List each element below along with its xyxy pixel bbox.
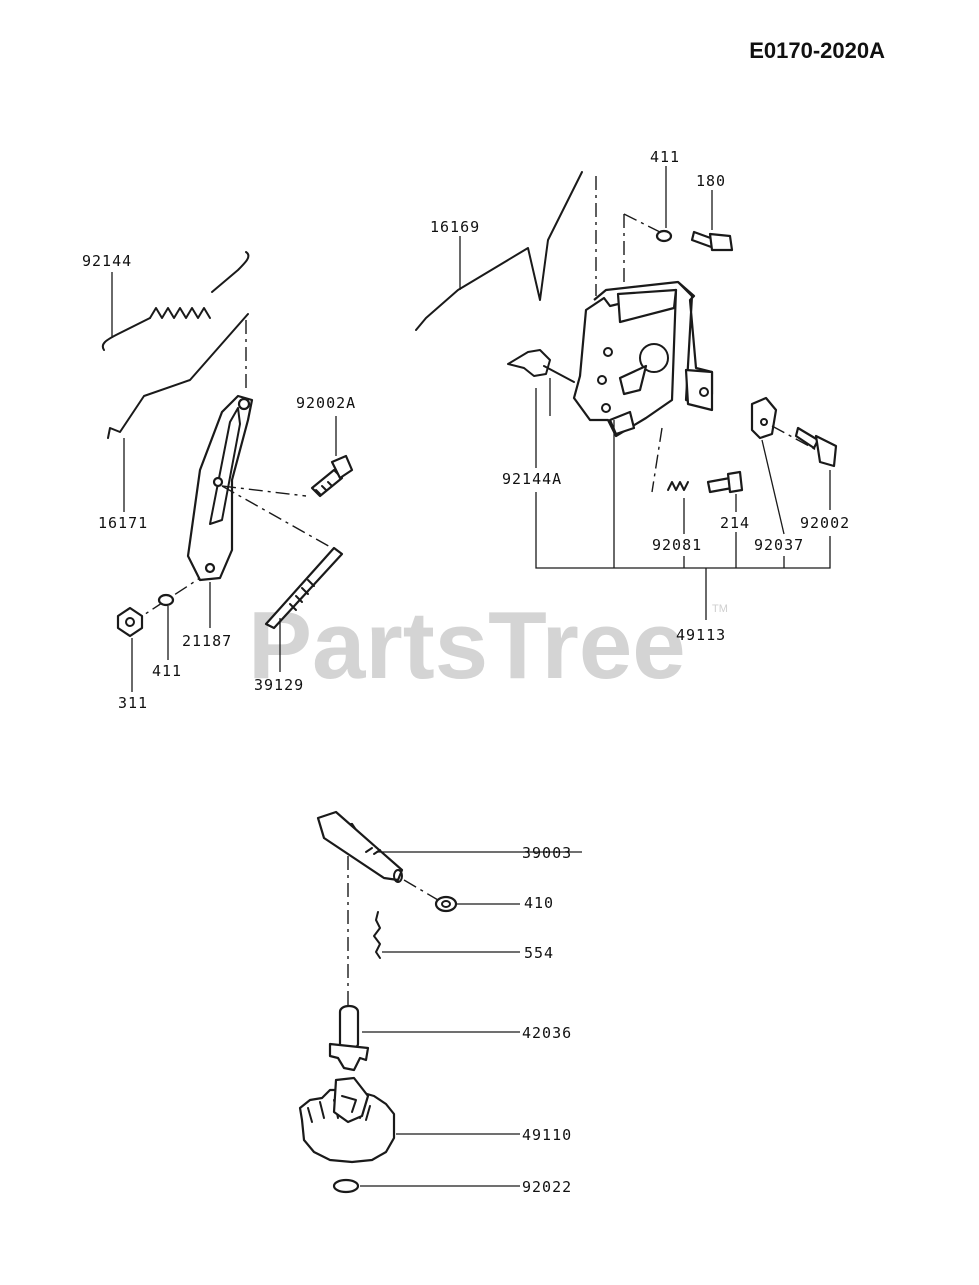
nut-311[interactable] [116, 606, 144, 638]
label-410[interactable]: 410 [524, 894, 554, 912]
label-92081[interactable]: 92081 [652, 536, 702, 554]
label-214[interactable]: 214 [720, 514, 750, 532]
spring-554[interactable] [373, 911, 381, 959]
label-42036[interactable]: 42036 [522, 1024, 572, 1042]
label-411-top[interactable]: 411 [650, 148, 680, 166]
partstree-watermark: PartsTree [248, 592, 686, 699]
label-16169[interactable]: 16169 [430, 218, 480, 236]
label-49113[interactable]: 49113 [676, 626, 726, 644]
governor-shaft-42036[interactable] [328, 1004, 370, 1072]
diagram-code: E0170-2020A [749, 38, 885, 63]
clip-92037[interactable] [750, 396, 778, 440]
watermark-trademark: TM [712, 603, 728, 615]
label-16171[interactable]: 16171 [98, 514, 148, 532]
bolt-180[interactable] [690, 230, 734, 252]
shaft-39003[interactable] [316, 810, 404, 883]
washer-92022[interactable] [332, 1178, 360, 1194]
label-49110[interactable]: 49110 [522, 1126, 572, 1144]
label-92022[interactable]: 92022 [522, 1178, 572, 1196]
screw-214[interactable] [706, 470, 744, 494]
lever-21187[interactable] [186, 394, 254, 582]
label-21187[interactable]: 21187 [182, 632, 232, 650]
label-92144A[interactable]: 92144A [502, 470, 562, 488]
label-411-left[interactable]: 411 [152, 662, 182, 680]
pin-39129[interactable] [264, 546, 344, 630]
label-554[interactable]: 554 [524, 944, 554, 962]
spring-92144[interactable] [101, 251, 250, 351]
label-180[interactable]: 180 [696, 172, 726, 190]
spring-92144A[interactable] [507, 349, 575, 383]
label-39003[interactable]: 39003 [522, 844, 572, 862]
rod-16171[interactable] [107, 313, 249, 439]
bolt-92002A[interactable] [310, 454, 354, 498]
rod-16169[interactable] [415, 171, 583, 331]
bolt-92002[interactable] [794, 426, 838, 468]
label-92002A[interactable]: 92002A [296, 394, 356, 412]
label-39129[interactable]: 39129 [254, 676, 304, 694]
label-92144[interactable]: 92144 [82, 252, 132, 270]
washer-411-left[interactable] [157, 593, 175, 607]
bracket-49113[interactable] [572, 280, 714, 438]
assembly-bracket-49113 [535, 420, 831, 620]
washer-411-top[interactable] [655, 229, 673, 243]
label-311[interactable]: 311 [118, 694, 148, 712]
label-92037[interactable]: 92037 [754, 536, 804, 554]
label-92002[interactable]: 92002 [800, 514, 850, 532]
gear-49110[interactable] [298, 1076, 396, 1164]
spring-92081[interactable] [667, 481, 689, 491]
washer-410[interactable] [434, 895, 458, 913]
